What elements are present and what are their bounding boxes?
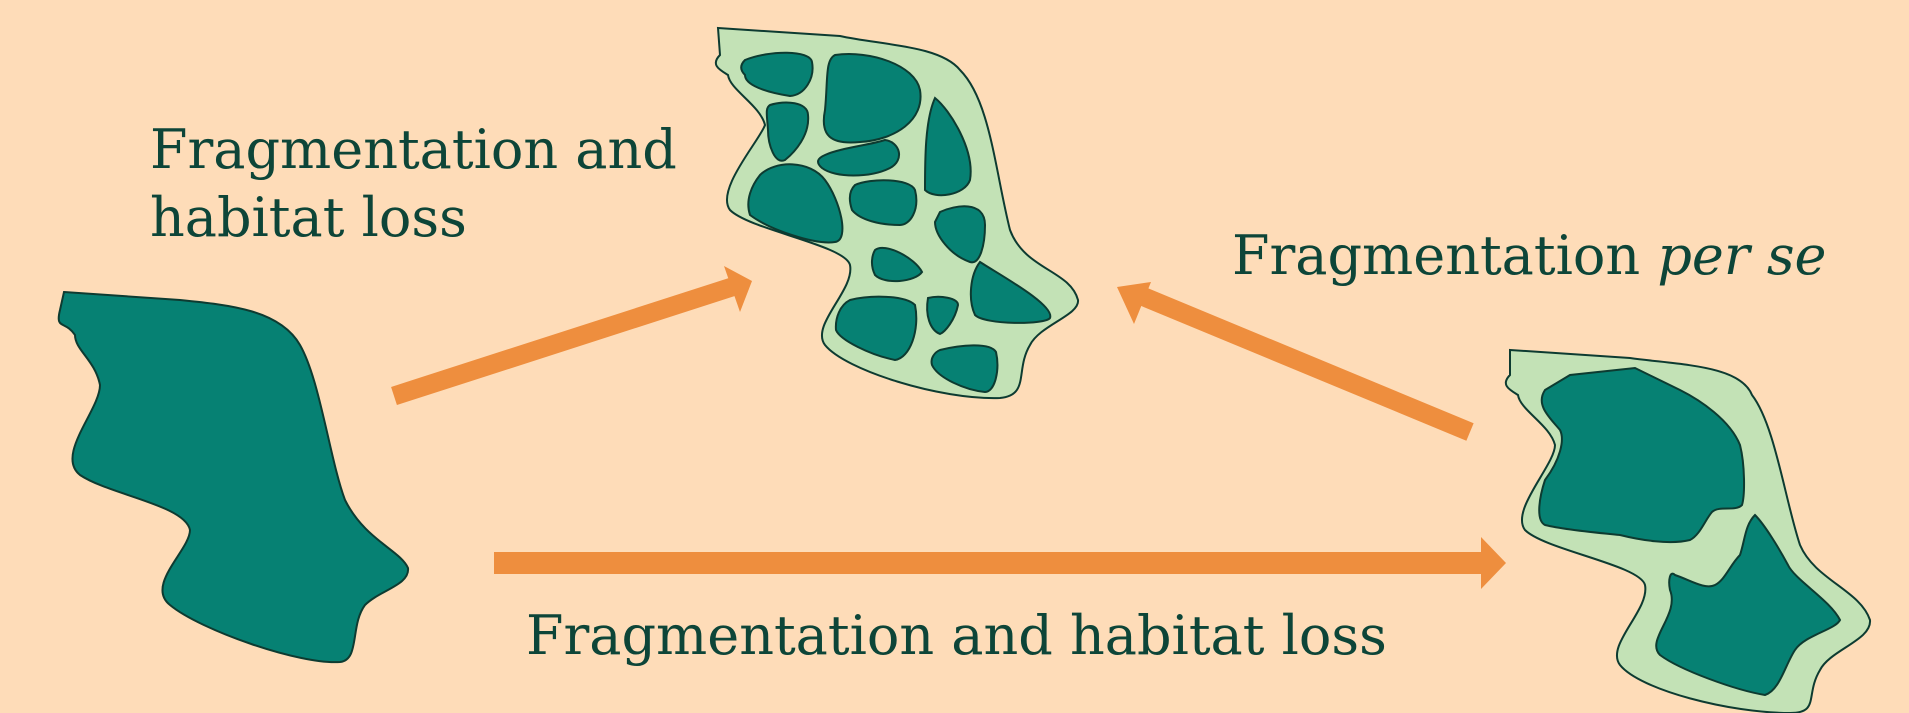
arrow-shaft-right-to-top xyxy=(1142,296,1470,432)
label-main: Fragmentation xyxy=(1232,224,1657,287)
habitat-loss-landscape-right xyxy=(1506,350,1870,713)
label-line-1: Fragmentation and xyxy=(150,116,677,184)
label-fragmentation-per-se: Fragmentation per se xyxy=(1232,224,1826,289)
label-fragmentation-and-habitat-loss-bottom: Fragmentation and habitat loss xyxy=(526,604,1387,669)
label-line-2: habitat loss xyxy=(150,184,677,252)
arrow-shaft-left-to-right xyxy=(494,552,1484,574)
label-italic: per se xyxy=(1657,224,1826,287)
continuous-habitat-landscape xyxy=(59,292,408,662)
arrow-shaft-left-to-top xyxy=(394,286,735,396)
label-fragmentation-and-habitat-loss-top: Fragmentation and habitat loss xyxy=(150,116,677,252)
arrow-head-left-to-right xyxy=(1481,537,1506,589)
fragmented-landscape-top xyxy=(716,28,1078,398)
